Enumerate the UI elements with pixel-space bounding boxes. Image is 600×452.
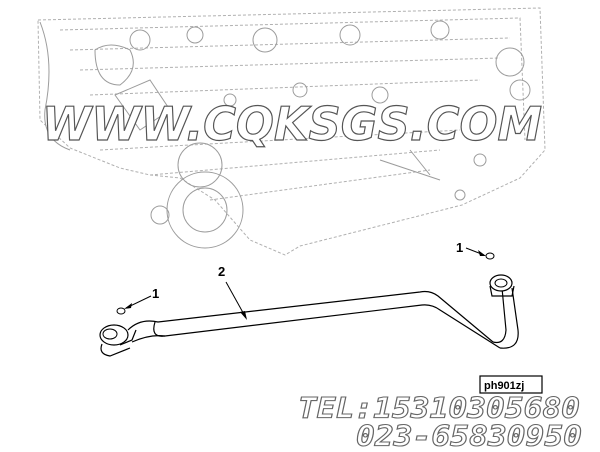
reference-code: ph901zj <box>484 380 524 392</box>
callout-oring-right: 1 <box>456 240 486 256</box>
oring-right-icon <box>485 252 495 260</box>
watermark: WWW.CQKSGS.COM <box>42 97 542 151</box>
oring-left-icon <box>116 307 126 315</box>
left-fitting <box>99 324 137 357</box>
callout-oring-left: 1 <box>124 286 159 309</box>
contact-phone: 023-65830950 <box>356 420 582 452</box>
callout-label: 1 <box>152 286 159 301</box>
callout-label: 2 <box>218 264 225 279</box>
callout-tube: 2 <box>218 264 247 320</box>
right-fitting <box>489 274 515 297</box>
tube-assembly <box>99 252 519 357</box>
callout-label: 1 <box>456 240 463 255</box>
engine-block-illustration <box>37 7 546 256</box>
contact-tel: TEL:15310305680 <box>298 392 580 425</box>
reference-box: ph901zj <box>479 375 543 394</box>
